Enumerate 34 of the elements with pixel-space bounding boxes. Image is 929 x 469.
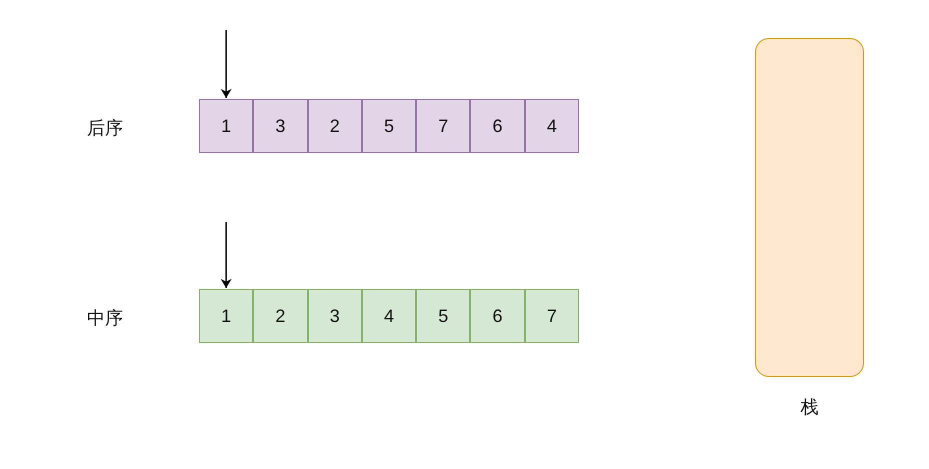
array-cell bbox=[253, 289, 308, 343]
array-cell bbox=[416, 289, 470, 343]
row-label: 中序 bbox=[87, 310, 123, 328]
cell-value: 2 bbox=[330, 117, 340, 135]
array-cell bbox=[308, 289, 362, 343]
array-cell bbox=[199, 99, 254, 153]
arrow bbox=[220, 30, 232, 98]
arrow bbox=[220, 222, 232, 288]
array-cell bbox=[308, 99, 362, 153]
row-label: 后序 bbox=[87, 120, 123, 138]
cell-value: 4 bbox=[546, 117, 557, 135]
cell-value: 6 bbox=[492, 307, 503, 325]
array-cell bbox=[199, 289, 254, 343]
cell-value: 6 bbox=[492, 117, 503, 135]
cell-value: 4 bbox=[384, 307, 394, 325]
cell-value: 7 bbox=[438, 117, 448, 135]
array-cell bbox=[524, 289, 579, 343]
cell-value: 3 bbox=[275, 117, 286, 135]
array-cell bbox=[362, 99, 416, 153]
cell-value: 1 bbox=[221, 117, 232, 135]
array-cell bbox=[416, 99, 470, 153]
cell-value: 5 bbox=[384, 117, 394, 135]
cell-value: 2 bbox=[275, 307, 286, 325]
array-cell bbox=[470, 289, 525, 343]
array-cell bbox=[253, 99, 308, 153]
array-cell bbox=[362, 289, 416, 343]
cell-value: 3 bbox=[330, 307, 340, 325]
cell-value: 5 bbox=[438, 307, 448, 325]
array-cell bbox=[524, 99, 579, 153]
cell-value: 7 bbox=[546, 307, 557, 325]
stack-label: 栈 bbox=[800, 399, 818, 417]
cell-value: 1 bbox=[221, 307, 232, 325]
stack-box bbox=[755, 38, 864, 377]
array-cell bbox=[470, 99, 525, 153]
